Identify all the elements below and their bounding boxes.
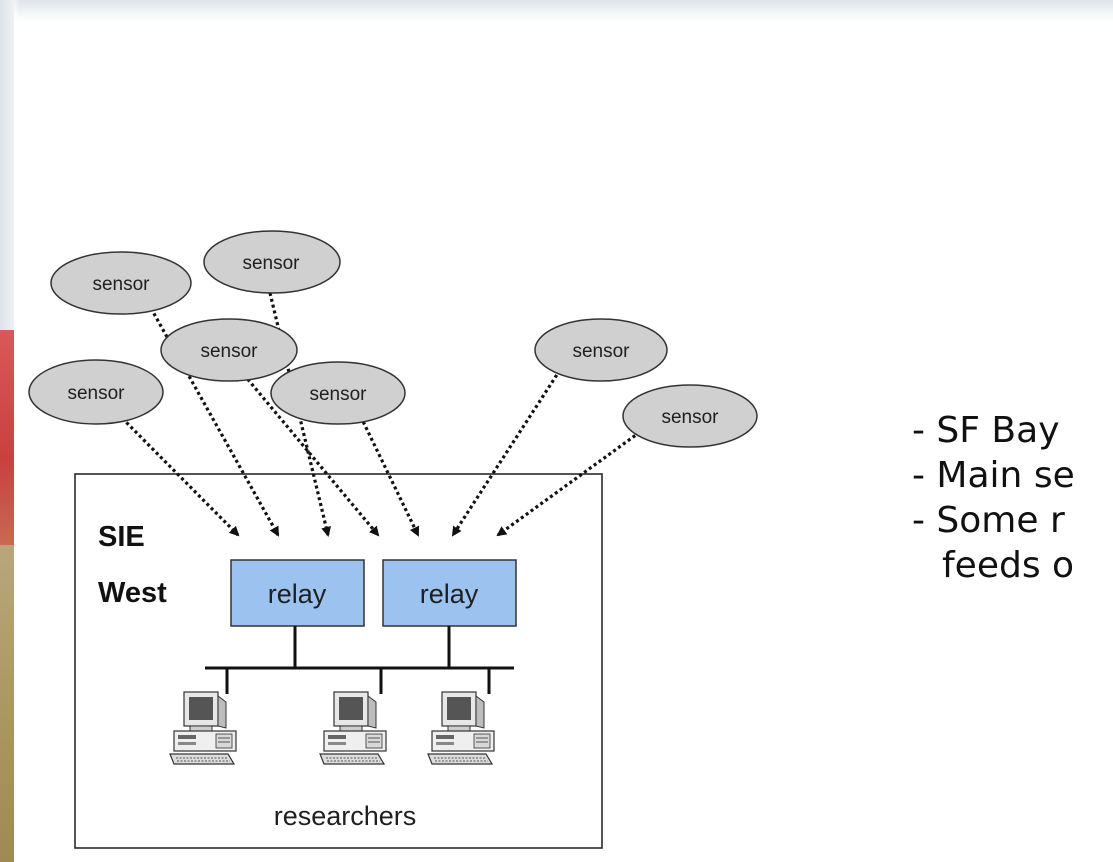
- arrow-sensor2: [116, 412, 240, 537]
- sensor-node-7: sensor: [622, 384, 758, 448]
- sensor-node-5: sensor: [270, 361, 406, 425]
- network-bus: [205, 626, 514, 694]
- relay-node-2: relay: [382, 559, 517, 627]
- left-stripe-edge: [14, 0, 20, 862]
- bullet-item: - SF Bay: [912, 410, 1060, 451]
- sensor-label: sensor: [200, 341, 258, 362]
- sensor-label: sensor: [92, 274, 150, 295]
- sensor-node-1: sensor: [50, 251, 192, 315]
- left-stripe-red: [0, 330, 14, 545]
- researchers-label: researchers: [274, 801, 417, 831]
- relay-label: relay: [420, 579, 479, 609]
- sie-label: SIE: [98, 521, 145, 553]
- arrow-sensor6: [451, 369, 562, 537]
- sensor-label: sensor: [661, 407, 719, 428]
- relay-node-1: relay: [230, 559, 365, 627]
- left-stripe-light: [0, 0, 14, 330]
- bullet-item: - Some r: [912, 500, 1065, 541]
- bullet-list: - SF Bay - Main se - Some r feeds o: [912, 408, 1113, 588]
- sensor-label: sensor: [242, 253, 300, 274]
- arrow-sensor5: [356, 410, 420, 537]
- bullet-continuation: feeds o: [942, 545, 1075, 586]
- sensor-node-2: sensor: [203, 230, 341, 294]
- sensor-label: sensor: [309, 384, 367, 405]
- relay-label: relay: [268, 579, 327, 609]
- sensor-node-6: sensor: [534, 318, 668, 382]
- sensor-label: sensor: [67, 383, 125, 404]
- sie-west-box: [74, 473, 603, 849]
- sensor-node-4: sensor: [28, 359, 164, 425]
- left-stripe-tan: [0, 545, 14, 862]
- slide-top-band: [0, 0, 1113, 22]
- arrow-sensor7: [496, 430, 641, 537]
- bullet-item: - Main se: [912, 455, 1075, 496]
- sensor-label: sensor: [572, 341, 630, 362]
- west-label: West: [98, 577, 167, 609]
- sensor-node-3: sensor: [160, 318, 298, 382]
